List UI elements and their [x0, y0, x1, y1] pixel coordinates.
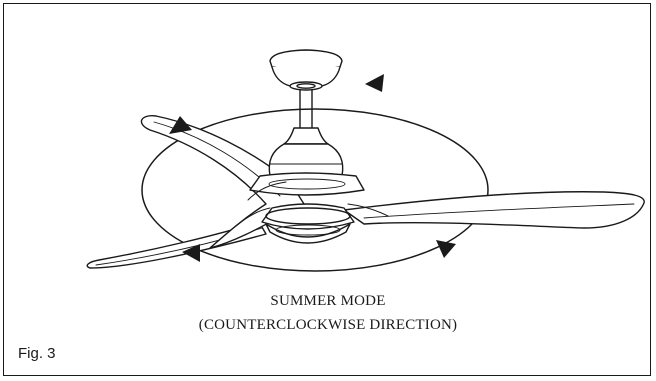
- ceiling-fan-illustration: [86, 49, 645, 272]
- figure-label: Fig. 3: [18, 345, 56, 362]
- arrow-icon-left: [169, 116, 192, 134]
- figure-frame: SUMMER MODE (COUNTERCLOCKWISE DIRECTION)…: [3, 3, 651, 376]
- arrow-icon-top: [365, 74, 384, 92]
- caption-mode: SUMMER MODE: [270, 293, 386, 309]
- direction-arrows: [169, 74, 456, 262]
- fan-blade-top-left: [140, 115, 305, 249]
- fan-motor-housing: [249, 127, 365, 196]
- caption-direction: (COUNTERCLOCKWISE DIRECTION): [198, 317, 458, 333]
- arrow-icon-bottom-right: [436, 240, 456, 258]
- arrow-icon-bottom-left: [182, 244, 200, 262]
- fan-canopy: [269, 49, 343, 91]
- fan-light-kit: [261, 203, 355, 244]
- fan-blade-right: [343, 191, 645, 229]
- rotation-path: [141, 108, 489, 272]
